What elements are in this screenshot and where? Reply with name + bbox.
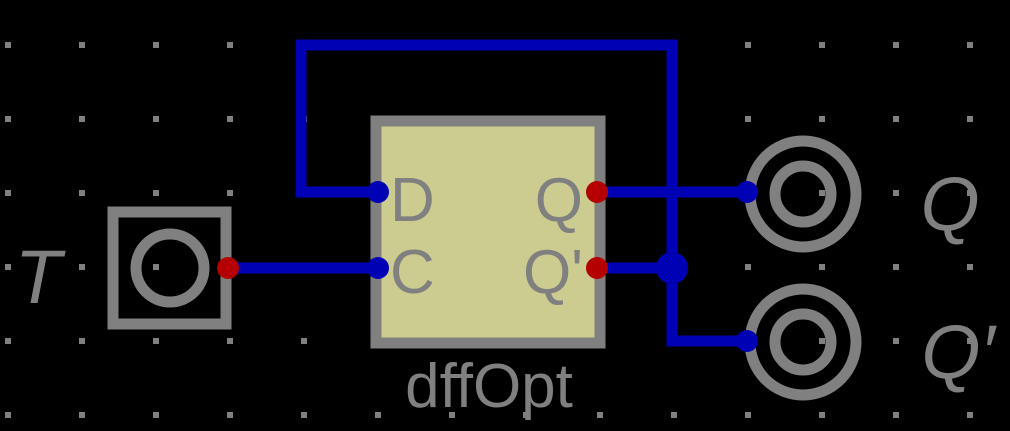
output-led-icon[interactable] xyxy=(744,283,862,401)
grid-dot xyxy=(5,264,11,270)
input-button-knob[interactable] xyxy=(130,228,210,308)
output-qn[interactable]: Q′ xyxy=(736,283,997,401)
grid-dot xyxy=(153,412,159,418)
output-qn-pin xyxy=(736,330,758,352)
grid-dot xyxy=(227,412,233,418)
grid-dot xyxy=(893,42,899,48)
pin-q-label: Q xyxy=(535,166,583,235)
output-q-label: Q xyxy=(920,162,979,247)
output-led-inner xyxy=(769,160,837,228)
grid-dot xyxy=(967,42,973,48)
dff-component[interactable]: D C Q Q' dffOpt xyxy=(367,115,608,421)
pin-c-dot xyxy=(367,257,389,279)
grid-dot xyxy=(671,412,677,418)
dff-body[interactable] xyxy=(370,115,606,349)
grid-dot xyxy=(967,116,973,122)
grid-dot xyxy=(819,264,825,270)
grid-dot xyxy=(153,264,159,270)
grid-dot xyxy=(819,338,825,344)
input-t-pin xyxy=(217,257,239,279)
output-q-pin xyxy=(736,181,758,203)
grid-dot xyxy=(5,42,11,48)
grid-dot xyxy=(227,116,233,122)
grid-dot xyxy=(745,264,751,270)
grid-dot xyxy=(5,116,11,122)
grid-dot xyxy=(597,412,603,418)
grid-dot xyxy=(79,116,85,122)
grid-dot xyxy=(301,338,307,344)
grid-dot xyxy=(79,338,85,344)
grid-dot xyxy=(967,338,973,344)
grid-dot xyxy=(153,190,159,196)
grid-dot xyxy=(449,412,455,418)
grid-dot xyxy=(227,338,233,344)
grid-dot xyxy=(819,116,825,122)
output-led-icon[interactable] xyxy=(744,135,862,253)
grid-dot xyxy=(153,42,159,48)
grid-dot xyxy=(79,42,85,48)
pin-d-dot xyxy=(367,181,389,203)
grid-dot xyxy=(745,42,751,48)
wire-qn-to-output[interactable] xyxy=(666,268,747,347)
grid-dot xyxy=(745,116,751,122)
grid-dot xyxy=(227,42,233,48)
grid-dot xyxy=(819,42,825,48)
grid-dot xyxy=(893,264,899,270)
output-q[interactable]: Q xyxy=(736,135,980,253)
grid-dot xyxy=(153,116,159,122)
component-name-label: dffOpt xyxy=(405,352,573,421)
grid-dot xyxy=(301,412,307,418)
grid-dot xyxy=(819,412,825,418)
grid-dot xyxy=(819,190,825,196)
grid-dot xyxy=(745,412,751,418)
pin-qn-dot xyxy=(586,257,608,279)
grid-dot xyxy=(967,190,973,196)
grid-dot xyxy=(375,412,381,418)
output-qn-label: Q′ xyxy=(921,310,997,395)
pin-c-label: C xyxy=(390,238,435,307)
grid-dot xyxy=(5,412,11,418)
input-t[interactable]: T xyxy=(15,206,239,330)
wires xyxy=(228,39,747,347)
grid-dot xyxy=(893,116,899,122)
grid-dot xyxy=(893,412,899,418)
grid-dot xyxy=(79,412,85,418)
grid-dot xyxy=(79,264,85,270)
wire-junction-dot xyxy=(656,252,688,284)
grid-dot xyxy=(153,338,159,344)
grid-dot xyxy=(523,412,529,418)
grid-dot xyxy=(5,338,11,344)
pin-q-dot xyxy=(586,181,608,203)
pin-qn-label: Q' xyxy=(523,238,583,307)
pin-d-label: D xyxy=(390,166,435,235)
grid-dot xyxy=(227,190,233,196)
grid-dot xyxy=(5,190,11,196)
grid-dot xyxy=(893,190,899,196)
grid-dot xyxy=(967,412,973,418)
input-t-label: T xyxy=(15,235,66,320)
output-led-inner xyxy=(769,308,837,376)
grid-dot xyxy=(893,338,899,344)
grid-dot xyxy=(967,264,973,270)
grid-dot xyxy=(79,190,85,196)
